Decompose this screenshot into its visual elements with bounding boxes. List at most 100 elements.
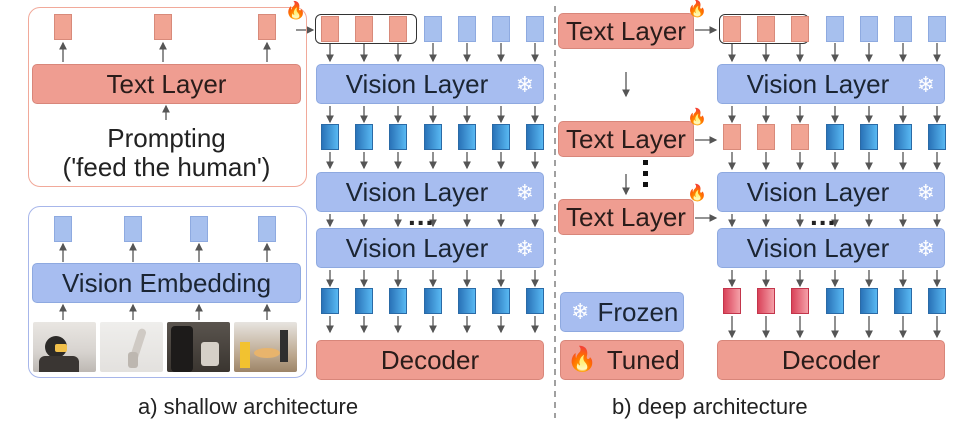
feature-token [526,124,544,150]
vision-embedding-box: Vision Embedding [32,263,301,303]
vision-layer-2: Vision Layer ❄ [316,172,544,212]
feature-token [894,124,912,150]
feeding-table-photo [234,322,297,372]
vision-layer-2: Vision Layer ❄ [717,172,945,212]
vision-token [492,16,510,42]
snowflake-icon: ❄ [916,180,935,205]
decoder-token [723,288,741,314]
text-layer-label: Text Layer [566,15,686,46]
text-layer-3: Text Layer [558,199,694,235]
vision-layer-label: Vision Layer [746,176,890,207]
fire-icon: 🔥 [285,1,307,20]
feature-token [389,124,407,150]
vision-layer-label: Vision Layer [746,68,890,99]
prompt-token [757,124,775,150]
feature-token [928,288,946,314]
snowflake-icon: ❄ [571,299,590,324]
feature-token [355,124,373,150]
vision-layer-3: Vision Layer ❄ [316,228,544,268]
vision-token [458,16,476,42]
text-layer-2: Text Layer [558,121,694,157]
fire-icon: 🔥 [687,1,707,18]
human-robot-photo [167,322,230,372]
vision-layer-3: Vision Layer ❄ [717,228,945,268]
legend-tuned-label: Tuned [606,344,680,375]
vision-token [928,16,946,42]
text-layer-label: Text Layer [566,201,686,232]
snowflake-icon: ❄ [916,236,935,261]
vision-layer-label: Vision Layer [345,232,489,263]
feature-token [928,124,946,150]
ellipsis: ... [810,200,837,231]
text-layer-box: Text Layer [32,64,301,104]
fire-icon: 🔥 [687,109,707,126]
prompt-token [54,14,72,40]
text-layer-label: Text Layer [106,68,227,99]
text-layer-1: Text Layer [558,13,694,49]
prompting-line-1: Prompting [107,123,226,153]
snowflake-icon: ❄ [515,236,534,261]
caption-deep: b) deep architecture [612,394,808,419]
vision-token [894,16,912,42]
vision-embedding-frame [28,206,307,378]
vision-token [526,16,544,42]
feature-token [860,288,878,314]
decoder-label: Decoder [380,344,480,375]
prompt-token [321,16,339,42]
snowflake-icon: ❄ [916,72,935,97]
decoder-label: Decoder [781,344,881,375]
vision-embedding-label: Vision Embedding [61,267,272,298]
prompting-line-2: ('feed the human') [62,152,271,182]
text-layer-label: Text Layer [566,123,686,154]
decoder-box: Decoder [316,340,544,380]
snowflake-icon: ❄ [515,72,534,97]
prompt-token [791,124,809,150]
vertical-ellipsis [643,160,649,187]
feature-token [321,288,339,314]
vision-layer-1: Vision Layer ❄ [316,64,544,104]
vision-layer-label: Vision Layer [746,232,890,263]
vision-token [826,16,844,42]
vision-layer-label: Vision Layer [345,176,489,207]
legend-frozen-label: Frozen [597,296,679,327]
feature-token [458,124,476,150]
feature-token [894,288,912,314]
feature-token [492,124,510,150]
prompt-token [723,124,741,150]
prompting-text: Prompting ('feed the human') [32,124,301,182]
fire-icon: 🔥 [567,346,597,373]
feature-token [389,288,407,314]
vision-token [124,216,142,242]
vision-layer-1: Vision Layer ❄ [717,64,945,104]
prompt-token [757,16,775,42]
legend-frozen: ❄ Frozen [560,292,684,332]
legend-tuned: 🔥 Tuned [560,340,684,380]
vision-token [860,16,878,42]
feature-token [424,288,442,314]
vision-token [54,216,72,242]
vision-token [258,216,276,242]
prompt-token [355,16,373,42]
feature-token [860,124,878,150]
vision-layer-label: Vision Layer [345,68,489,99]
caption-shallow: a) shallow architecture [138,394,359,419]
decoder-token [757,288,775,314]
fire-icon: 🔥 [687,185,707,202]
robot-scene-photo [33,322,96,372]
feature-token [321,124,339,150]
vision-token [190,216,208,242]
robot-arm-photo [100,322,163,372]
prompt-token [258,14,276,40]
feature-token [355,288,373,314]
prompt-token [791,16,809,42]
feature-token [526,288,544,314]
prompt-token-group [315,14,417,44]
feature-token [492,288,510,314]
snowflake-icon: ❄ [515,180,534,205]
feature-token [826,288,844,314]
decoder-token [791,288,809,314]
vision-token [424,16,442,42]
prompt-token [389,16,407,42]
feature-token [826,124,844,150]
